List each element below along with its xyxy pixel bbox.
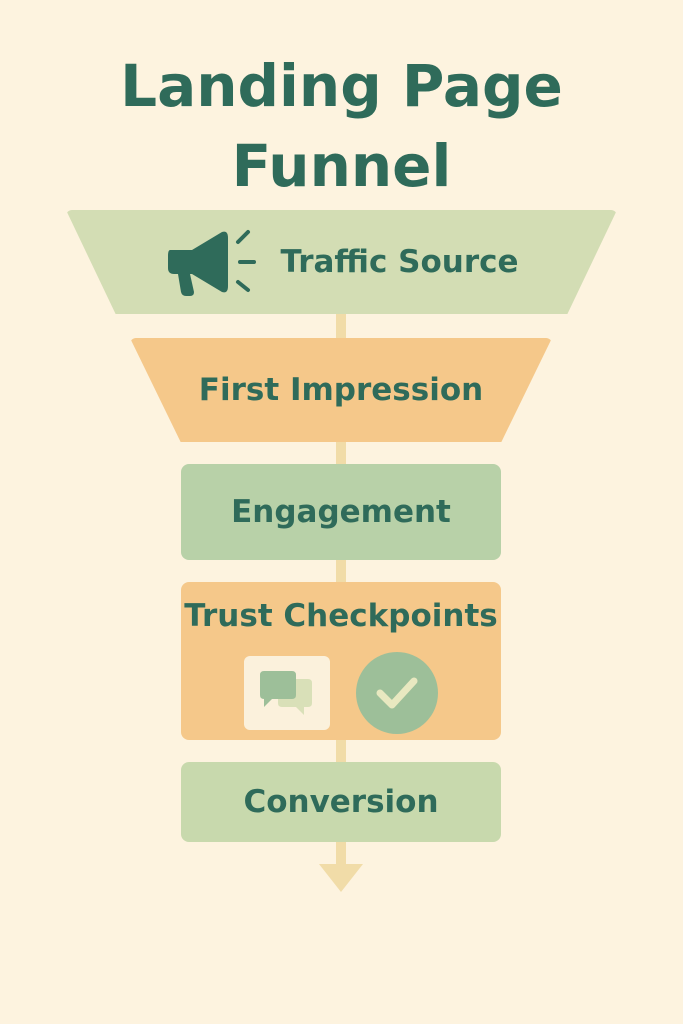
title-line-2: Funnel	[231, 132, 452, 200]
funnel-stage-engagement: Engagement	[181, 464, 501, 560]
trust-icons-row	[244, 652, 438, 734]
title-line-1: Landing Page	[120, 52, 563, 120]
connector-line-3	[336, 560, 346, 582]
stage-label-conversion: Conversion	[243, 784, 439, 820]
stage-label-engagement: Engagement	[231, 494, 451, 530]
arrow-down-icon	[319, 864, 363, 892]
check-circle-icon	[356, 652, 438, 734]
stage-label-traffic-source: Traffic Source	[280, 244, 519, 280]
funnel-stage-trust-checkpoints: Trust Checkpoints	[181, 582, 501, 740]
connector-line-2	[336, 442, 346, 464]
megaphone-icon	[168, 230, 257, 296]
page-title: Landing Page Funnel	[0, 46, 683, 206]
connector-line-5	[336, 842, 346, 868]
funnel-stage-first-impression: First Impression	[130, 338, 552, 442]
funnel-stage-conversion: Conversion	[181, 762, 501, 842]
stage-label-first-impression: First Impression	[198, 372, 484, 408]
connector-line-1	[336, 314, 346, 338]
connector-line-4	[336, 740, 346, 762]
stage-label-trust-checkpoints: Trust Checkpoints	[184, 598, 498, 634]
chat-bubbles-icon	[244, 656, 330, 730]
funnel-stage-traffic-source: Traffic Source	[66, 210, 617, 314]
